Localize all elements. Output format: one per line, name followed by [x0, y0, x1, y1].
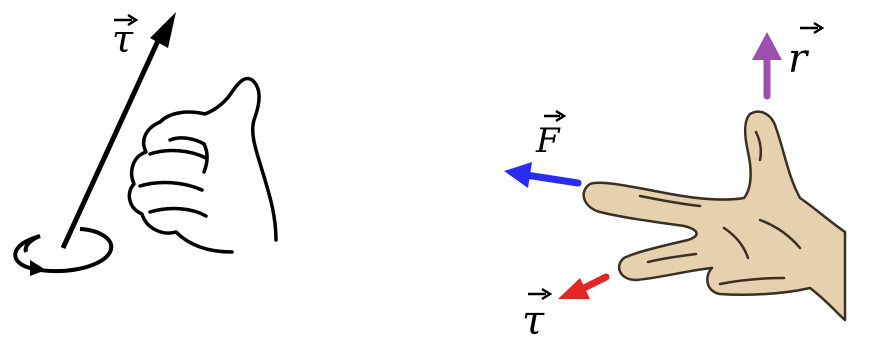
force-vector-arrow	[504, 162, 582, 188]
torque-axis-arrow	[60, 12, 176, 250]
svg-text:r: r	[788, 36, 810, 82]
thumbs-up-hand	[127, 76, 278, 254]
torque-vector-arrow	[558, 273, 610, 299]
right-three-finger-diagram: r F τ	[504, 21, 847, 338]
torque-label-left: τ	[112, 13, 139, 61]
three-finger-hand	[582, 110, 847, 322]
svg-text:τ: τ	[112, 17, 134, 61]
left-thumbs-up-diagram: τ	[13, 12, 278, 276]
force-vector-label: F	[535, 109, 567, 161]
rotation-direction-arrow	[13, 227, 114, 276]
torque-vector-label-right: τ	[522, 287, 553, 338]
svg-text:τ: τ	[522, 298, 545, 338]
r-vector-label: r	[788, 21, 825, 82]
r-vector-arrow	[752, 32, 782, 100]
svg-text:F: F	[535, 121, 561, 161]
